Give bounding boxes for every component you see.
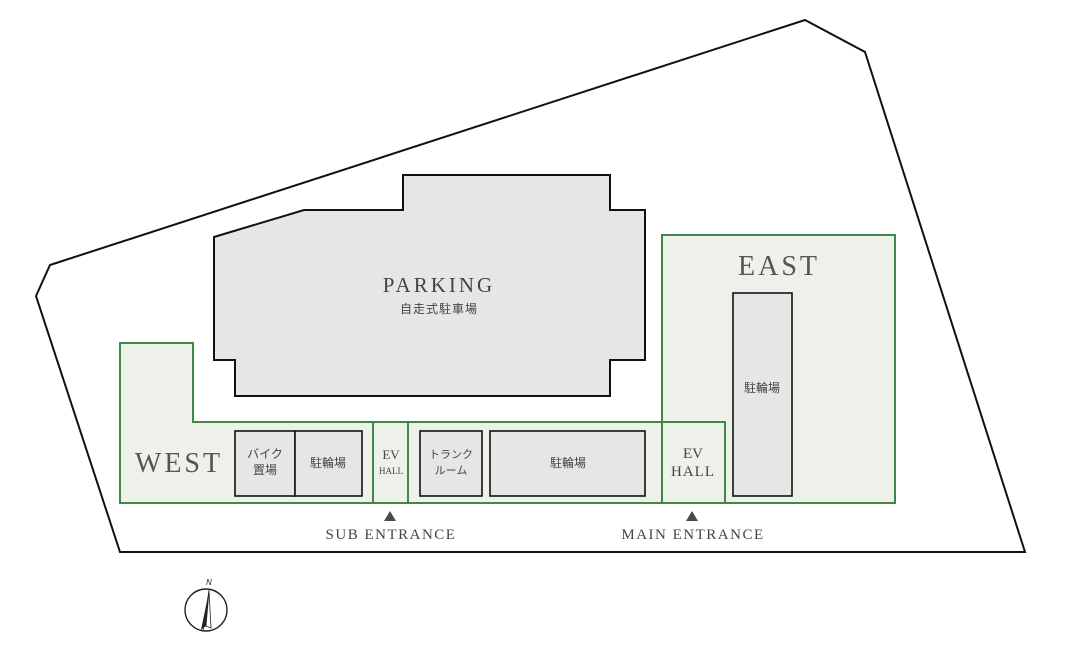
east-bicycle-parking-room	[732, 292, 793, 497]
bike-storage-room	[234, 430, 296, 497]
west-label: WEST	[135, 448, 223, 479]
sub-entrance-marker-icon	[384, 511, 396, 521]
east-ev-hall-label-1: EV	[683, 446, 703, 462]
bicycle-parking-label-2: 駐輪場	[550, 455, 586, 470]
east-ev-hall	[661, 421, 726, 504]
west-bicycle-parking-label: 駐輪場	[310, 455, 346, 470]
trunk-room	[419, 430, 483, 497]
main-entrance-marker-icon	[686, 511, 698, 521]
parking-title: PARKING	[383, 273, 495, 297]
west-bicycle-parking-room	[294, 430, 363, 497]
trunk-room-label-1: トランク	[429, 448, 473, 461]
parking-subtitle: 自走式駐車場	[400, 301, 478, 316]
west-ev-hall-label-2: HALL	[379, 466, 403, 476]
east-ev-hall-label-2: HALL	[671, 464, 715, 480]
compass-north-label: N	[206, 578, 212, 587]
bicycle-parking-room-2	[489, 430, 646, 497]
west-ev-hall	[372, 421, 409, 504]
sub-entrance-label: SUB ENTRANCE	[326, 527, 457, 543]
west-ev-hall-label-1: EV	[382, 447, 400, 462]
bike-storage-label-1: バイク	[247, 447, 283, 461]
east-bicycle-parking-label: 駐輪場	[744, 380, 780, 395]
bike-storage-label-2: 置場	[253, 463, 277, 477]
parking-building	[213, 174, 646, 397]
east-label: EAST	[738, 251, 820, 282]
main-entrance-label: MAIN ENTRANCE	[621, 527, 764, 543]
north-compass-icon	[184, 588, 228, 632]
trunk-room-label-2: ルーム	[435, 464, 468, 477]
